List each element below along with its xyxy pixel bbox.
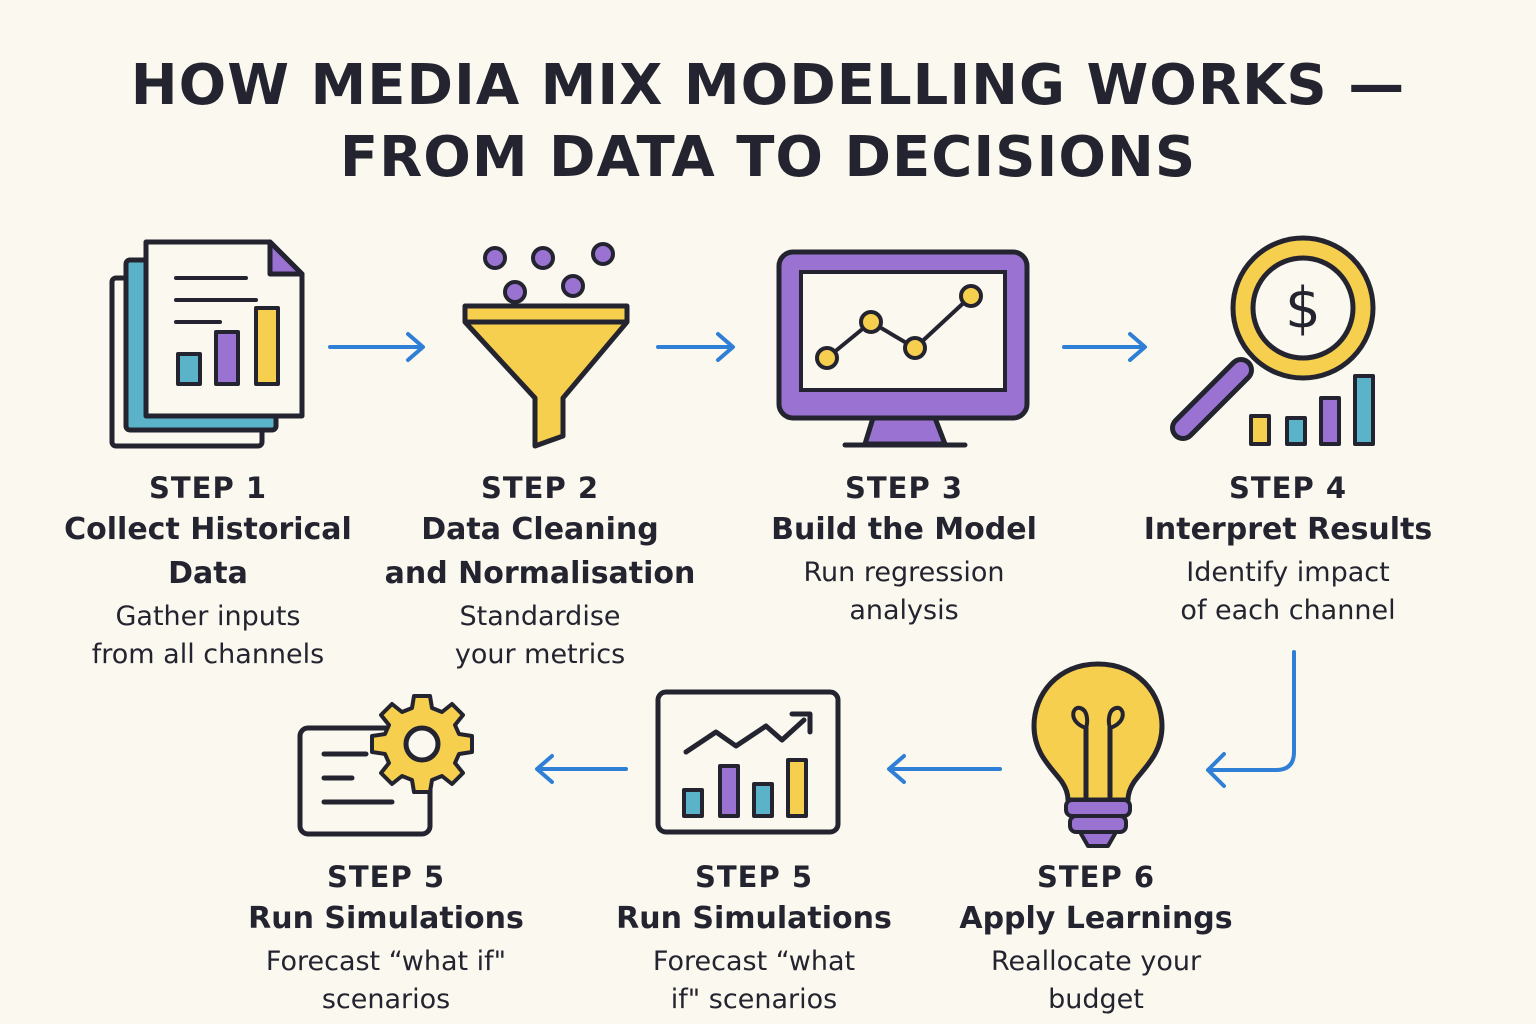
step-description: Identify impact of each channel [1180, 557, 1396, 626]
step-2: STEP 2 Data Cleaning and Normalisation S… [374, 468, 706, 674]
arrow-right-icon [328, 332, 425, 362]
arrow-left-icon [887, 754, 1002, 784]
step-number: STEP 1 [148, 471, 267, 505]
arrow-down-left-icon [1206, 650, 1296, 788]
step-description: Run regression analysis [803, 557, 1005, 626]
title-line-1: HOW MEDIA MIX MODELLING WORKS — [130, 53, 1406, 118]
step-title: Build the Model [771, 512, 1037, 547]
step-description: Forecast “what if" scenarios [652, 946, 856, 1015]
step-title: Run Simulations [248, 901, 524, 936]
step-number: STEP 5 [326, 860, 445, 894]
step-number: STEP 4 [1228, 471, 1347, 505]
documents-chart-icon [109, 239, 305, 449]
step-5-simulations-left: STEP 5 Run Simulations Forecast “what if… [236, 857, 536, 1019]
trend-chart-icon [655, 689, 841, 835]
page-title: HOW MEDIA MIX MODELLING WORKS — FROM DAT… [0, 50, 1536, 194]
step-3: STEP 3 Build the Model Run regression an… [744, 468, 1064, 630]
monitor-line-chart-icon [776, 249, 1030, 448]
step-description: Reallocate your budget [990, 946, 1202, 1015]
step-number: STEP 2 [480, 471, 599, 505]
step-1: STEP 1 Collect Historical Data Gather in… [40, 468, 376, 674]
step-4: STEP 4 Interpret Results Identify impact… [1124, 468, 1452, 630]
funnel-icon [462, 242, 630, 449]
step-title: Apply Learnings [959, 901, 1233, 936]
step-6: STEP 6 Apply Learnings Reallocate your b… [946, 857, 1246, 1019]
lightbulb-icon [1031, 661, 1165, 848]
arrow-left-icon [535, 754, 628, 784]
arrow-right-icon [1062, 332, 1147, 362]
step-description: Standardise your metrics [454, 601, 626, 670]
document-gear-icon [297, 694, 474, 837]
svg-text:$: $ [1285, 276, 1321, 341]
step-title: Data Cleaning and Normalisation [384, 512, 696, 591]
step-description: Forecast “what if" scenarios [265, 946, 507, 1015]
step-title: Collect Historical Data [64, 512, 352, 591]
step-title: Run Simulations [616, 901, 892, 936]
step-title: Interpret Results [1143, 512, 1433, 547]
step-number: STEP 5 [694, 860, 813, 894]
title-line-2: FROM DATA TO DECISIONS [339, 125, 1197, 190]
step-number: STEP 3 [844, 471, 963, 505]
step-5-simulations-middle: STEP 5 Run Simulations Forecast “what if… [604, 857, 904, 1019]
magnifier-dollar-icon: $ [1170, 235, 1376, 446]
step-number: STEP 6 [1036, 860, 1155, 894]
arrow-right-icon [656, 332, 735, 362]
step-description: Gather inputs from all channels [91, 601, 325, 670]
